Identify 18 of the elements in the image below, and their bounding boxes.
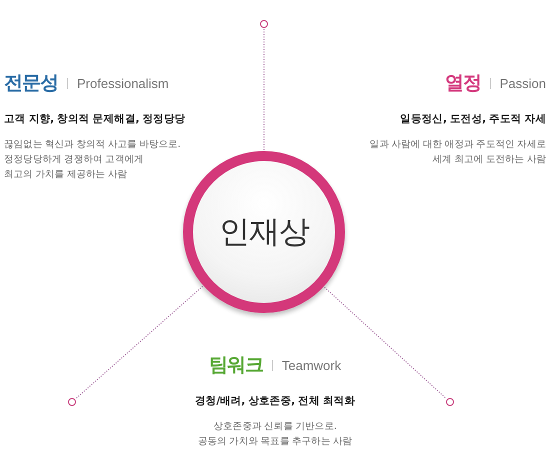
keywords-text: 경청/배려, 상호존중, 전체 최적화 xyxy=(194,395,356,407)
subheading: Passion xyxy=(500,76,546,90)
end-dot xyxy=(260,20,268,28)
subheading: Teamwork xyxy=(282,358,342,372)
center-circle: 인재상 xyxy=(183,151,345,313)
heading: 전문성 xyxy=(4,71,58,96)
description-text: 일과 사람에 대한 애정과 주도적인 자세로 세계 최고에 도전하는 사람 xyxy=(370,138,546,167)
end-dot xyxy=(68,398,76,406)
description-text: 상호존중과 신뢰를 기반으로. 공동의 가치와 목표를 추구하는 사람 xyxy=(198,420,352,449)
subheading: Professionalism xyxy=(77,76,169,90)
keywords-text: 일등정신, 도전성, 주도적 자세 xyxy=(400,113,546,125)
heading: 팀워크 xyxy=(208,353,263,378)
heading: 열정 xyxy=(444,71,481,96)
end-dot xyxy=(446,398,454,406)
keywords-text: 고객 지향, 창의적 문제해결, 정정당당 xyxy=(4,113,186,125)
description-text: 끊임없는 혁신과 창의적 사고를 바탕으로. 정정당당하게 경쟁하여 고객에게 최고의 가치를 제공하는 사람 xyxy=(4,138,180,182)
dotted-line xyxy=(324,286,447,400)
dotted-line xyxy=(75,286,204,400)
